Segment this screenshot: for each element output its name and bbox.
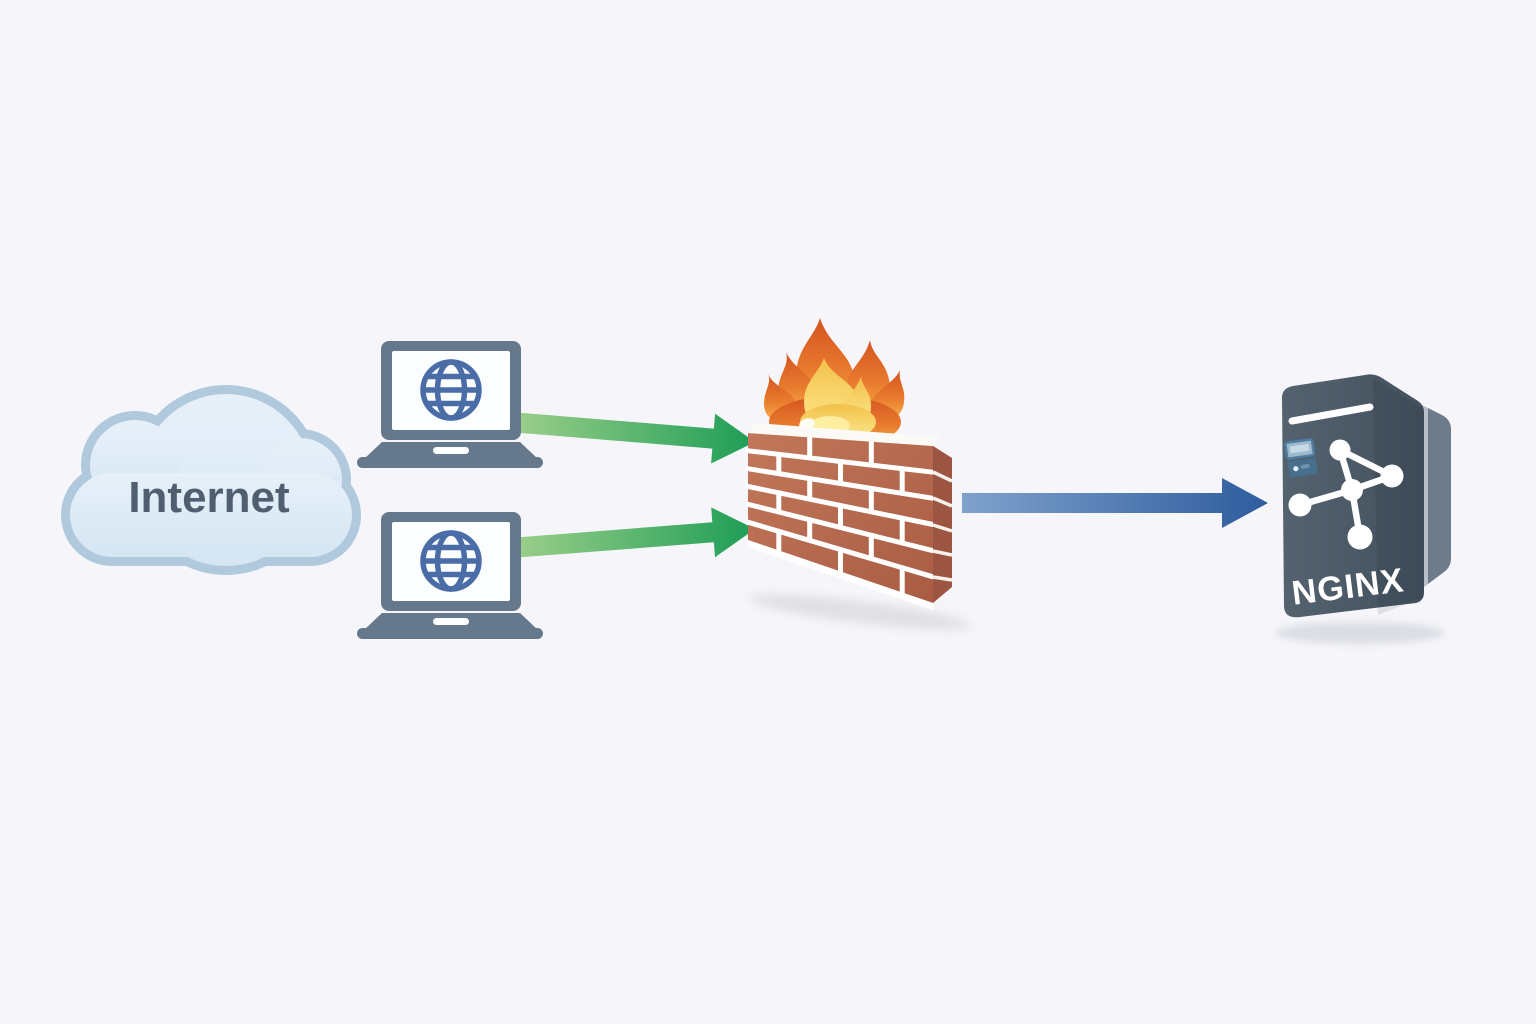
globe-icon (420, 359, 482, 421)
wall-mortar-lines (745, 434, 936, 595)
wall-side-mortar (932, 470, 953, 582)
brick-wall-icon (745, 423, 953, 610)
wall-top-surface (748, 423, 940, 446)
network-nodes-icon (1288, 439, 1404, 550)
arrow-firewall-to-nginx (962, 478, 1268, 528)
client-laptop-top (357, 341, 543, 468)
globe-icon (420, 530, 482, 592)
green-arrow-icon (509, 507, 755, 558)
server-drive-panel (1284, 438, 1318, 478)
server-shadow (1275, 622, 1445, 644)
server-fold-shade (1373, 378, 1424, 615)
blue-arrow-icon (962, 478, 1268, 528)
wall-bottom-edge (748, 540, 933, 610)
internet-label: Internet (128, 473, 290, 522)
arrow-laptop-top-to-firewall (509, 412, 755, 464)
internet-cloud: Internet (61, 385, 361, 575)
wall-side-face (933, 446, 952, 603)
cloud-body (70, 394, 352, 566)
nginx-server: NGINX (1275, 374, 1451, 644)
server-side-panel (1428, 408, 1451, 584)
cloud-icon: Internet (61, 385, 361, 575)
client-laptop-bottom (357, 512, 543, 639)
firewall (745, 318, 972, 630)
server-vent-stripe (1288, 403, 1374, 425)
green-arrow-icon (509, 412, 755, 464)
server-icon: NGINX (1281, 374, 1451, 618)
firewall-shadow (748, 594, 972, 630)
arrow-laptop-bottom-to-firewall (509, 507, 755, 558)
